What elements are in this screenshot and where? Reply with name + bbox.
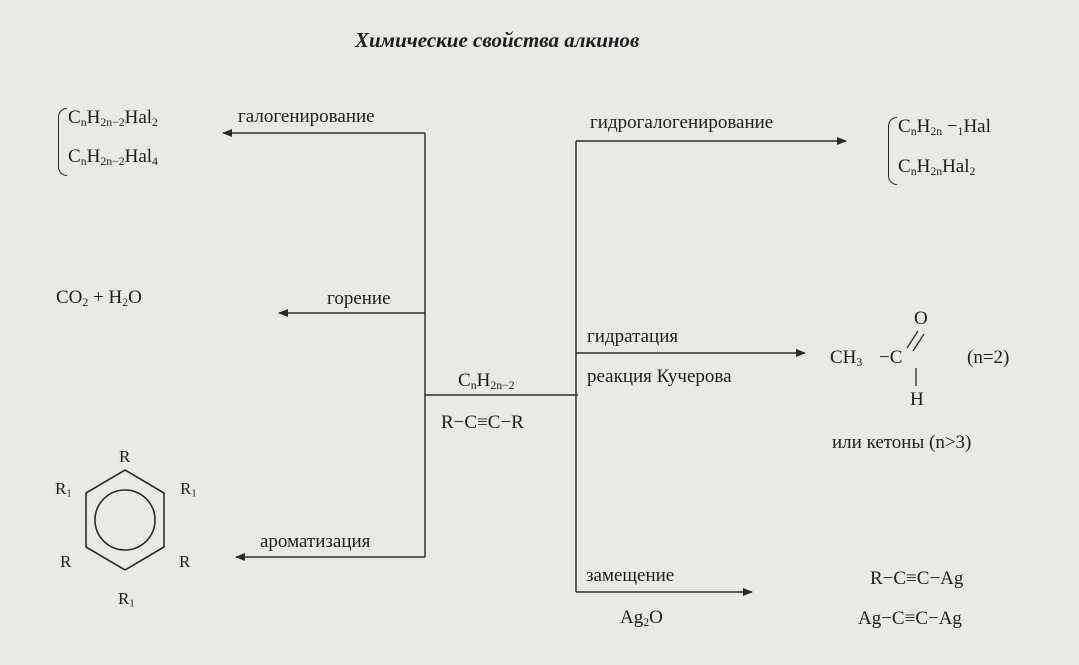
halogenation-label: галогенирование: [238, 106, 375, 127]
halogenation-brace: [58, 108, 67, 176]
aldehyde-carbon: −C: [879, 347, 903, 368]
hydration-condition: (n=2): [967, 347, 1010, 368]
alkyne-general-formula: CnH2n−2: [458, 370, 515, 392]
benzene-ring: [85, 469, 165, 571]
silver-acetylide-1: R−C≡C−Ag: [870, 568, 964, 589]
substitution-reagent: Ag2O: [620, 607, 663, 629]
substituent-bottom-right: R: [179, 552, 191, 571]
combustion-label: горение: [327, 288, 391, 309]
substitution-label: замещение: [586, 565, 675, 586]
aromatization-label: ароматизация: [260, 531, 371, 552]
combustion-products: CO2 + H2O: [56, 287, 142, 309]
substituent-top-right: R1: [180, 479, 197, 500]
kucherov-reaction-label: реакция Кучерова: [587, 366, 732, 387]
hydration-label: гидратация: [587, 326, 679, 347]
aldehyde-ch3: CH3: [830, 347, 863, 369]
hydrohalogenation-product-2: CnH2nHal2: [898, 156, 976, 178]
aldehyde-hydrogen: H: [910, 389, 924, 410]
hydrohalogenation-product-1: CnH2n −1Hal: [898, 116, 991, 138]
substituent-bottom: R1: [118, 589, 135, 610]
diagram-title: Химические свойства алкинов: [355, 28, 640, 52]
halogenation-product-1: CnH2n−2Hal2: [68, 107, 158, 129]
substituent-bottom-left: R: [60, 552, 72, 571]
halogenation-product-2: CnH2n−2Hal4: [68, 146, 158, 168]
hydrohalogenation-label: гидрогалогенирование: [590, 112, 774, 133]
silver-acetylide-2: Ag−C≡C−Ag: [858, 608, 962, 629]
ketones-note: или кетоны (n>3): [832, 432, 972, 453]
aldehyde-oxygen: O: [914, 308, 928, 329]
alkyne-structure: R−C≡C−R: [441, 412, 524, 433]
substituent-top-left: R1: [55, 479, 72, 500]
substituent-top: R: [119, 447, 131, 466]
hydrohalogenation-brace: [888, 117, 897, 185]
